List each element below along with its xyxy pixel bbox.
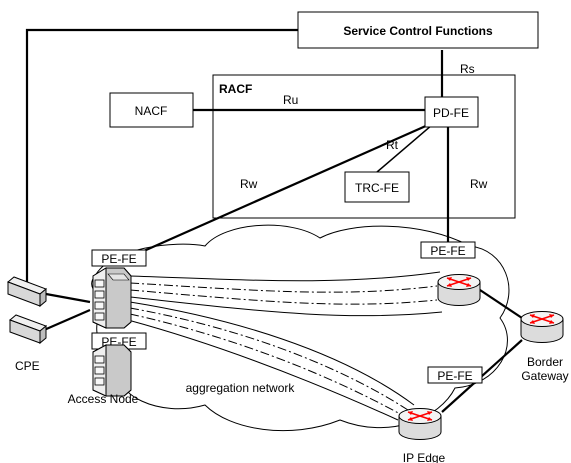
- nacf-label: NACF: [135, 104, 168, 118]
- cpe-upper-link: [45, 292, 91, 304]
- cpe-lower-link: [43, 308, 91, 332]
- service-control-functions-box: [297, 11, 539, 49]
- pe-fe-access-top-label: PE-FE: [101, 252, 136, 266]
- pd-fe-box: [424, 96, 479, 128]
- rw-left-line: [127, 123, 429, 260]
- racf-label: RACF: [219, 82, 252, 96]
- pe-fe-ipedge-label: PE-FE: [437, 369, 472, 383]
- access-node-icon: [92, 344, 132, 397]
- nacf-box: [109, 92, 194, 128]
- rs-label: Rs: [460, 62, 475, 76]
- cpe-device-icon: [9, 314, 47, 345]
- aggregation-network-label: aggregation network: [186, 381, 296, 395]
- trc-fe-box: [344, 171, 410, 203]
- rw-right-label: Rw: [470, 177, 488, 191]
- cpe-to-service-control-line: [25, 28, 298, 282]
- trc-fe-label: TRC-FE: [355, 181, 399, 195]
- access-node-icon: [92, 267, 132, 329]
- border-gateway-label-line1: Border: [527, 355, 563, 369]
- tunnel-to-ip-edge: [127, 301, 415, 421]
- pe-fe-router-label: PE-FE: [430, 244, 465, 258]
- rt-line: [376, 124, 433, 173]
- pe-fe-ipedge-box: [427, 366, 483, 384]
- router-icon: [437, 273, 481, 307]
- tunnel-to-router: [129, 271, 443, 317]
- cpe-device-icon: [7, 276, 47, 308]
- pe-fe-router-box: [420, 241, 476, 259]
- ru-label: Ru: [283, 93, 298, 107]
- rt-label: Rt: [386, 138, 399, 152]
- pe-fe-access-top-box: [91, 249, 147, 267]
- cpe-label: CPE: [15, 359, 40, 373]
- access-node-label: Access Node: [68, 392, 139, 406]
- ip-edge-label: IP Edge: [403, 451, 446, 463]
- pd-fe-label: PD-FE: [433, 106, 469, 120]
- router-to-border-gateway-link: [479, 289, 523, 319]
- router-icon: [398, 407, 442, 441]
- border-gateway-label-line2: Gateway: [521, 369, 568, 383]
- rw-left-label: Rw: [240, 177, 258, 191]
- service-control-functions-label: Service Control Functions: [343, 24, 493, 38]
- router-icon: [520, 310, 564, 344]
